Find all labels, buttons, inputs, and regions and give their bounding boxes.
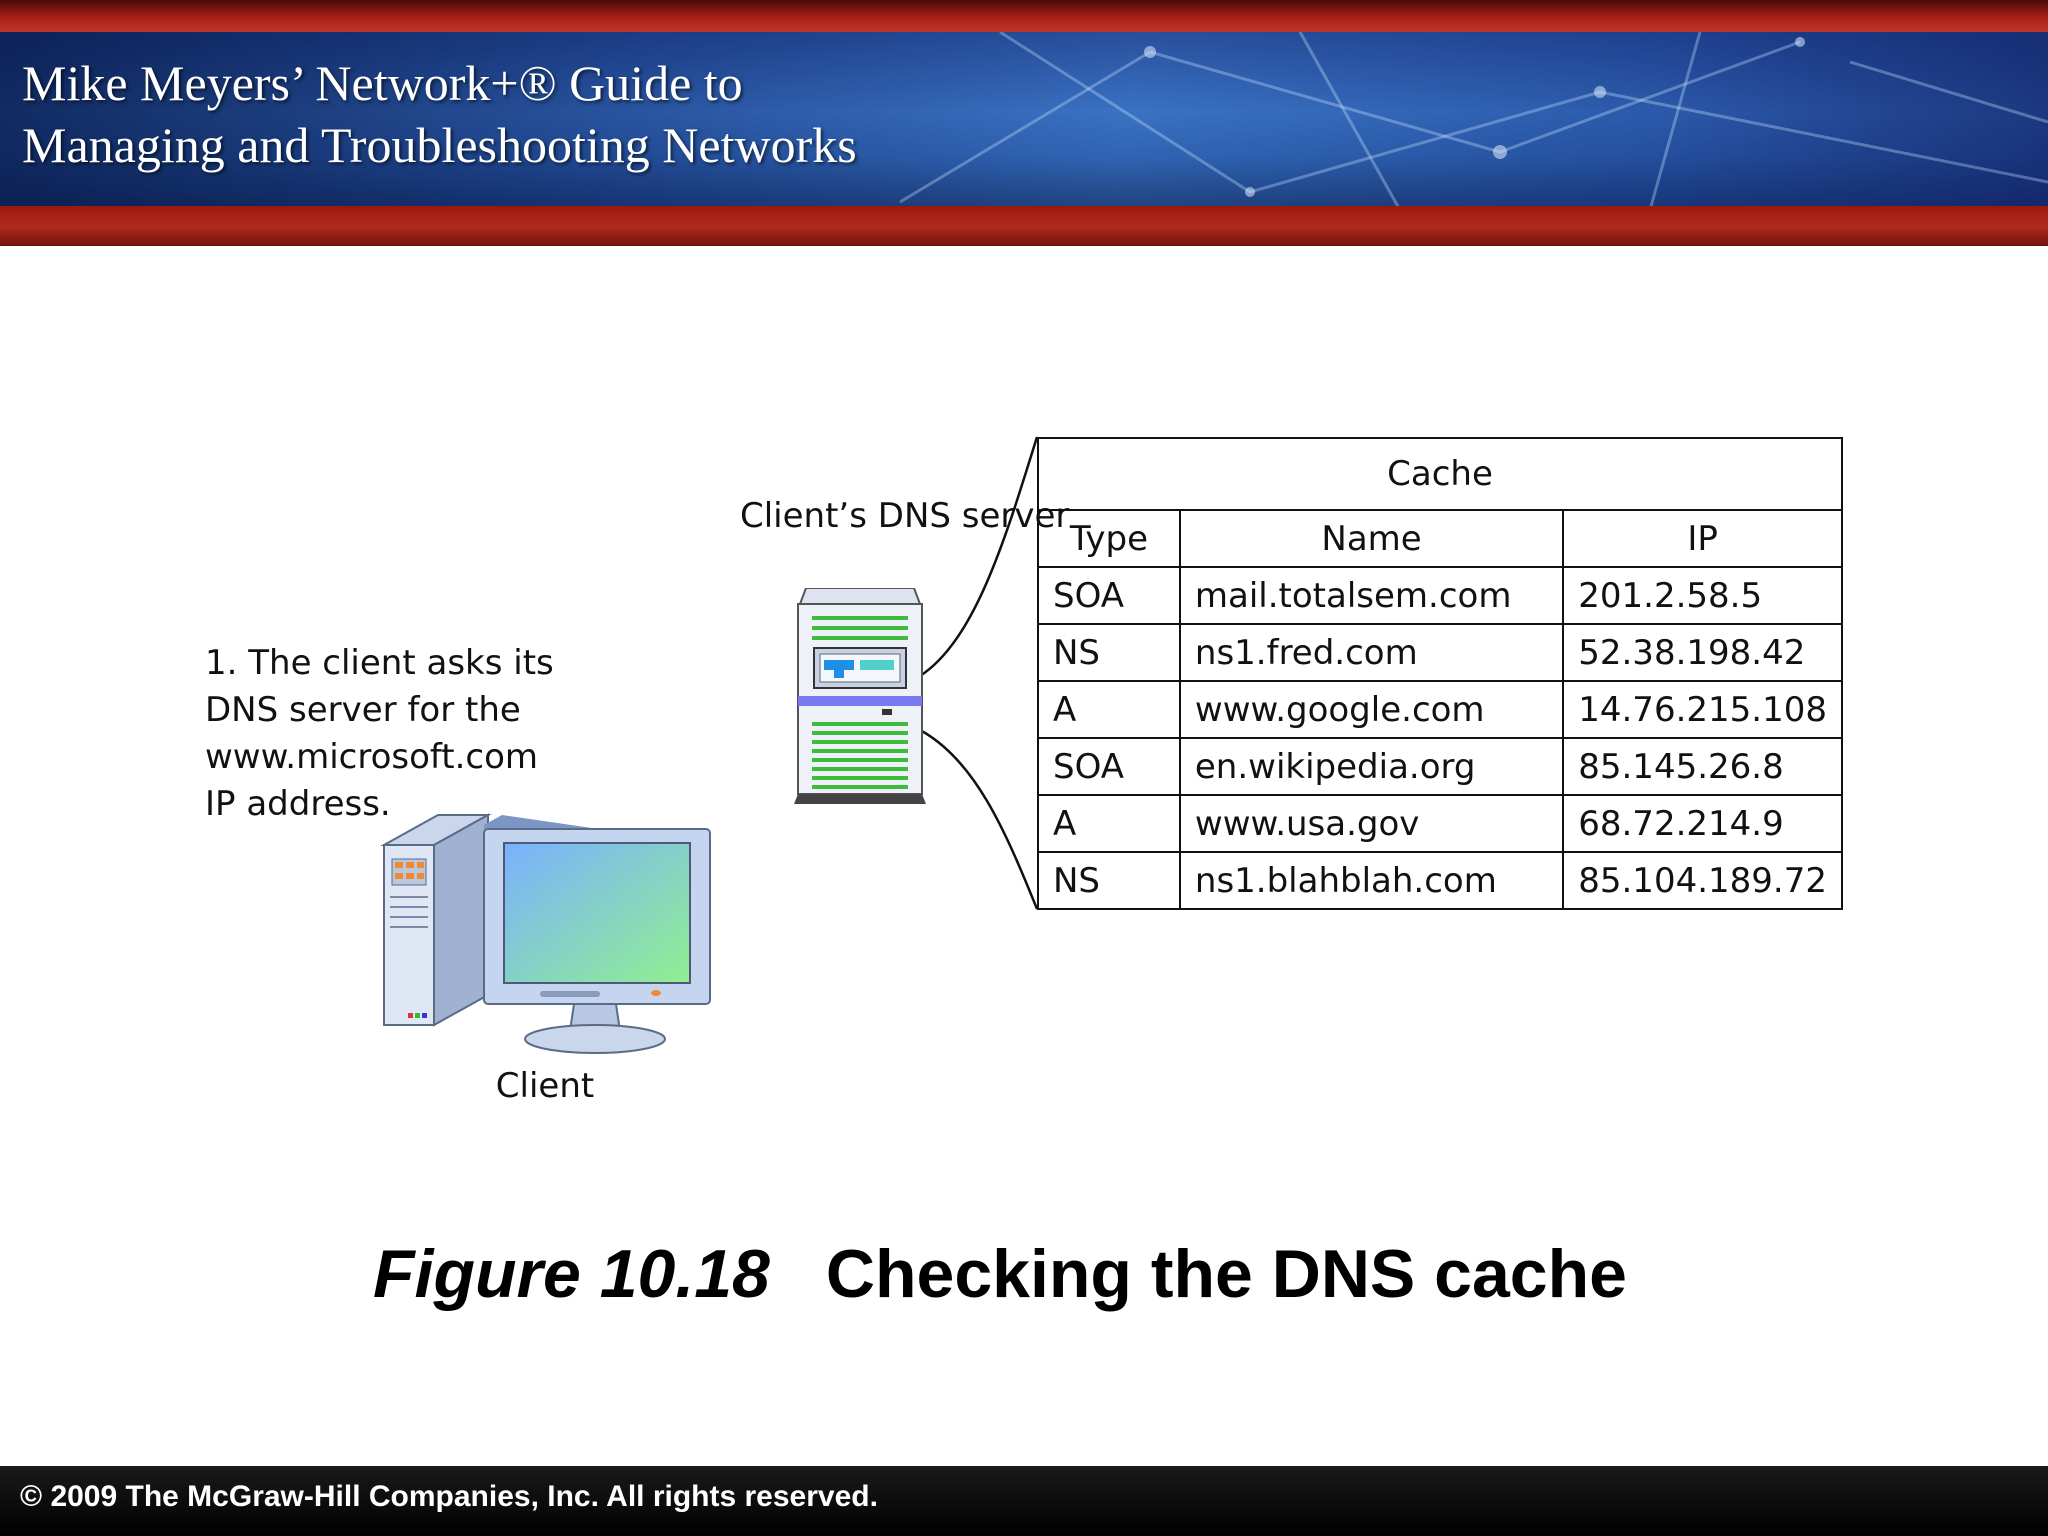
step-line-4: IP address. [205,784,391,824]
cache-table-header-row: Type Name IP [1037,509,1843,568]
banner-top-stripe [0,0,2048,32]
banner-background [0,32,2048,210]
step-line-3: www.microsoft.com [205,737,539,777]
dns-server-tower-icon [794,588,926,804]
cell-type: NS [1037,851,1181,910]
banner-title: Mike Meyers’ Network+® Guide to Managing… [22,52,857,176]
table-row: A www.google.com 14.76.215.108 [1037,680,1843,739]
cell-name: mail.totalsem.com [1178,566,1565,625]
figure-caption: Figure 10.18 Checking the DNS cache [0,1235,2000,1313]
cell-ip: 85.104.189.72 [1562,851,1843,910]
cell-name: www.usa.gov [1178,794,1565,853]
cell-type: SOA [1037,566,1181,625]
column-header-name: Name [1178,509,1565,568]
cell-type: A [1037,680,1181,739]
cell-ip: 52.38.198.42 [1562,623,1843,682]
footer-bar: © 2009 The McGraw-Hill Companies, Inc. A… [0,1466,2048,1536]
copyright-text: © 2009 The McGraw-Hill Companies, Inc. A… [20,1480,878,1513]
step-line-1: 1. The client asks its [205,643,554,683]
client-request-step-text: 1. The client asks its DNS server for th… [205,640,554,828]
banner-title-line-2: Managing and Troubleshooting Networks [22,117,857,173]
table-row: NS ns1.fred.com 52.38.198.42 [1037,623,1843,682]
cell-ip: 201.2.58.5 [1562,566,1843,625]
table-row: NS ns1.blahblah.com 85.104.189.72 [1037,851,1843,910]
cache-table-caption: Cache [1037,437,1843,511]
cell-name: ns1.fred.com [1178,623,1565,682]
cell-name: en.wikipedia.org [1178,737,1565,796]
column-header-ip: IP [1562,509,1843,568]
client-label: Client [495,1066,595,1106]
cell-type: A [1037,794,1181,853]
cell-type: NS [1037,623,1181,682]
dns-server-label: Client’s DNS server [740,496,1070,536]
column-header-type: Type [1037,509,1181,568]
figure-title: Checking the DNS cache [825,1236,1627,1312]
table-row: SOA en.wikipedia.org 85.145.26.8 [1037,737,1843,796]
cell-name: ns1.blahblah.com [1178,851,1565,910]
cell-ip: 68.72.214.9 [1562,794,1843,853]
dns-cache-table: Cache Type Name IP SOA mail.totalsem.com… [1037,437,1843,910]
banner-title-line-1: Mike Meyers’ Network+® Guide to [22,55,743,111]
banner-network-lines [899,32,2048,210]
cell-type: SOA [1037,737,1181,796]
table-row: A www.usa.gov 68.72.214.9 [1037,794,1843,853]
step-line-2: DNS server for the [205,690,521,730]
cell-ip: 14.76.215.108 [1562,680,1843,739]
banner-bottom-stripe [0,206,2048,246]
cell-name: www.google.com [1178,680,1565,739]
header-banner: Mike Meyers’ Network+® Guide to Managing… [0,0,2048,246]
table-row: SOA mail.totalsem.com 201.2.58.5 [1037,566,1843,625]
desktop-computer-icon [380,813,711,1054]
figure-number: Figure 10.18 [373,1236,770,1312]
cell-ip: 85.145.26.8 [1562,737,1843,796]
